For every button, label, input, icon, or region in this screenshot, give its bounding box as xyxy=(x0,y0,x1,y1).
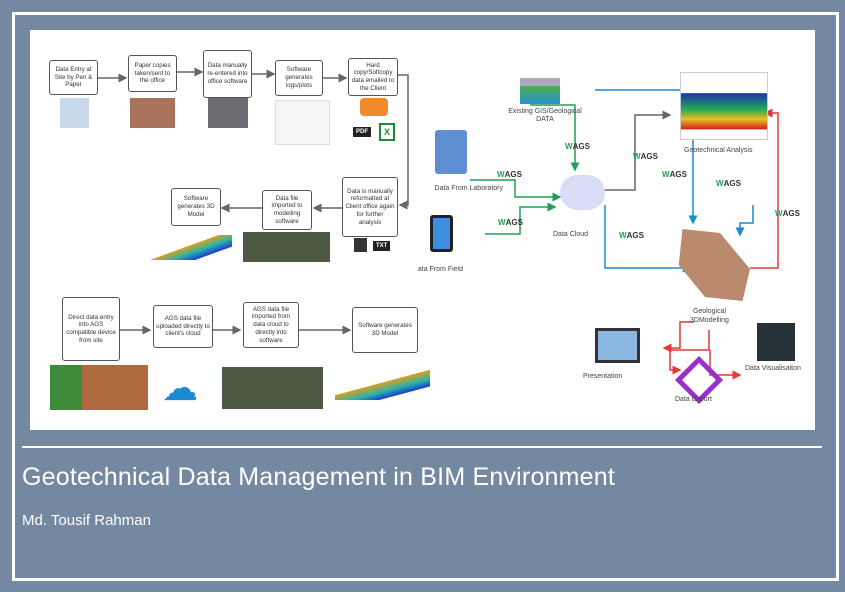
leapfrog-image-2 xyxy=(222,367,323,409)
leapfrog-image xyxy=(243,232,330,262)
presentation-label: Presentation xyxy=(583,373,623,380)
flow-box-3d-model: Software generates 3D Model xyxy=(171,188,221,226)
export-label: Data Export xyxy=(675,396,712,403)
ags-badge: WAGS xyxy=(498,218,523,227)
data-cloud-icon xyxy=(560,175,605,210)
laptop-typing-image xyxy=(208,98,248,128)
ags-badge: WAGS xyxy=(716,179,741,188)
connector-arrows xyxy=(98,67,779,380)
lab-label: Data From Laboratory xyxy=(434,185,503,192)
gis-layers-icon xyxy=(520,78,560,104)
cover-frame xyxy=(12,12,839,581)
dashboard-icon xyxy=(757,323,795,361)
flow-box-imported: Data file imported to modelling software xyxy=(262,190,312,230)
email-icon xyxy=(360,98,388,116)
gis-text: Existing GIS/Geological DATA xyxy=(508,108,582,124)
flow-box-site-entry: Data Entry at Site by Pen & Paper xyxy=(49,60,98,95)
modelling-label: Geological 3DModelling xyxy=(690,308,729,324)
3d-model-image-2 xyxy=(335,370,430,400)
presentation-icon xyxy=(595,328,640,363)
excel-icon: X xyxy=(379,123,396,141)
geotechnical-analysis-screenshot xyxy=(680,72,768,140)
flow-box-reformatted: Data is manually reformatted at Client o… xyxy=(342,177,398,237)
divider xyxy=(22,446,822,448)
tablet-icon xyxy=(430,215,453,252)
pdf-icon: PDF xyxy=(353,127,371,137)
flow-box-logs: Software generates logs/plots xyxy=(275,60,323,96)
flow-box-emailed: Hard copy/Softcopy data emailed to the C… xyxy=(348,58,398,96)
analysis-label: Geotechnical Analysis xyxy=(684,147,753,154)
microscope-icon xyxy=(435,130,467,174)
cover-title: Geotechnical Data Management in BIM Envi… xyxy=(22,463,616,491)
cloud-label: Data Cloud xyxy=(553,231,589,238)
paper-stack-image xyxy=(130,98,175,128)
file-icon xyxy=(354,238,367,252)
ags-badge: WAGS xyxy=(619,231,644,240)
ags-box-direct-entry: Direct data entry into AGS compatible de… xyxy=(62,297,120,361)
txt-icon: TXT xyxy=(373,241,391,251)
log-plots-image xyxy=(275,100,330,145)
notepad-pen-image xyxy=(60,98,89,128)
ags-badge: WAGS xyxy=(775,209,800,218)
ags-box-3d-model: Software generates 3D Model xyxy=(352,307,418,353)
ags-badge: WAGS xyxy=(662,170,687,179)
gis-label: Existing GIS/Geological DATA xyxy=(508,108,585,125)
cover-author: Md. Tousif Rahman xyxy=(22,512,151,529)
visualisation-label: Data Visualisaiton xyxy=(745,365,801,372)
3d-model-image xyxy=(150,235,232,260)
ags-badge: WAGS xyxy=(565,142,590,151)
cloud-upload-icon: ☁ xyxy=(162,367,198,408)
flow-box-re-entered: Data manually re-entered into office sof… xyxy=(203,50,252,98)
ags-badge: WAGS xyxy=(497,170,522,179)
ags-box-uploaded: AGS data file uploaded directly to clien… xyxy=(153,305,213,348)
field-device-image xyxy=(50,365,148,410)
field-label: Data From Field xyxy=(418,266,463,273)
flow-box-paper-copies: Paper copies taken/sent to the office xyxy=(128,55,177,92)
ags-badge: WAGS xyxy=(633,152,658,161)
diagram-canvas: Data Entry at Site by Pen & Paper Paper … xyxy=(30,30,815,430)
ags-box-imported: AGS data file imported from data cloud t… xyxy=(243,302,299,348)
